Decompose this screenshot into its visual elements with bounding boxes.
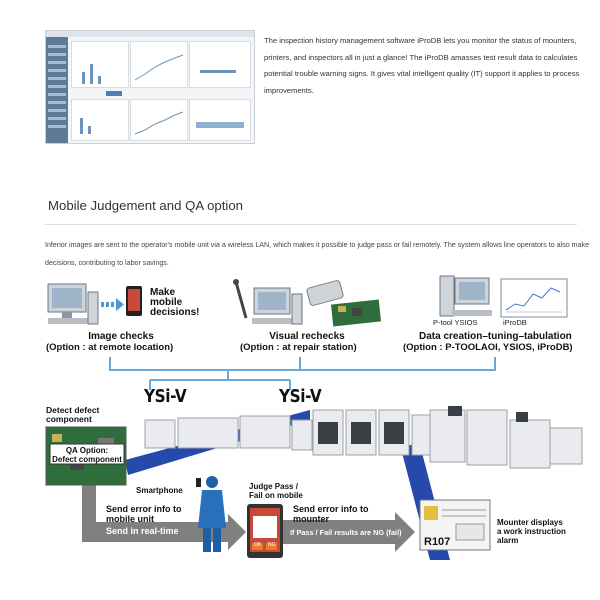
qa-option-label: QA Option: Defect component xyxy=(52,446,122,464)
section-divider xyxy=(45,224,577,225)
ysi-right-label: YSi-V xyxy=(279,386,322,407)
detect-defect-label: Detect defect component xyxy=(46,405,100,424)
intro-paragraph: The inspection history management softwa… xyxy=(264,36,580,95)
mounter-displays-label: Mounter displays a work instruction alar… xyxy=(497,518,566,545)
send-error-mounter-label: Send error info to mounter xyxy=(293,504,369,524)
judge-pass-label: Judge Pass / Fail on mobile xyxy=(249,482,303,500)
visual-rechecks-title: Visual rechecks xyxy=(269,331,345,342)
ok-label: OK xyxy=(254,542,262,548)
r107-label: R107 xyxy=(424,536,451,548)
ng-label: NG xyxy=(268,542,276,548)
data-creation-title: Data creation–tuning–tabulation xyxy=(419,331,572,342)
diagram-graphics xyxy=(45,275,583,560)
pass-fail-ng-label: If Pass / Fail results are NG (fail) xyxy=(290,528,402,537)
data-creation-sub: (Option : P-TOOLAOI, YSIOS, iProDB) xyxy=(403,342,573,353)
iprodb-screenshot xyxy=(45,30,255,144)
ysi-left-label: YSi-V xyxy=(144,386,187,407)
send-error-mobile-label: Send error info to mobile unit xyxy=(106,504,182,524)
send-realtime-label: Send in real-time xyxy=(106,526,179,536)
image-checks-title: Image checks xyxy=(88,331,154,342)
visual-rechecks-sub: (Option : at repair station) xyxy=(240,342,357,353)
section-title: Mobile Judgement and QA option xyxy=(48,198,244,213)
ptool-label: P-tool YSIOS xyxy=(433,318,478,327)
make-mobile-decisions-text: Make mobile decisions! xyxy=(150,287,200,318)
qa-diagram: Make mobile decisions! Image checks (Opt… xyxy=(0,270,600,590)
section-description: Inferior images are sent to the operator… xyxy=(45,241,590,267)
iprodb-label: iProDB xyxy=(503,318,527,327)
image-checks-sub: (Option : at remote location) xyxy=(46,342,174,353)
smartphone-label: Smartphone xyxy=(136,486,183,495)
